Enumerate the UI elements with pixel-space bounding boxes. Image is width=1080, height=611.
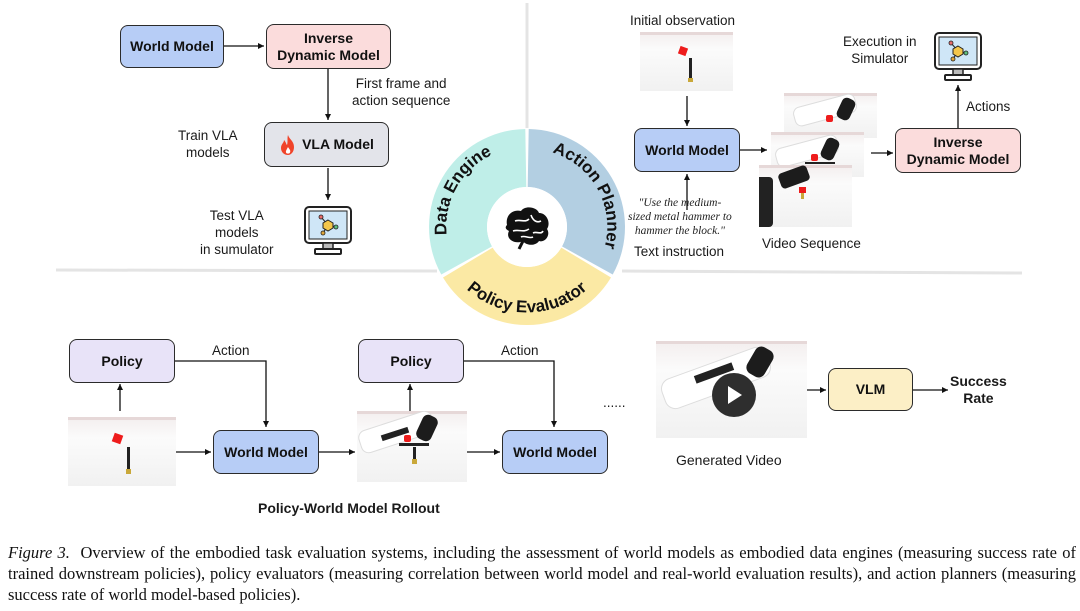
world-model-box-rollout-1: World Model bbox=[213, 430, 319, 474]
play-button[interactable] bbox=[712, 373, 756, 417]
exec-line2: Simulator bbox=[851, 51, 909, 66]
red-block bbox=[111, 432, 124, 445]
policy-label: Policy bbox=[390, 352, 432, 369]
robot-arm-dark bbox=[759, 177, 773, 227]
red-block bbox=[811, 154, 818, 161]
inverse-dynamic-model-box-data-engine: Inverse Dynamic Model bbox=[266, 24, 391, 69]
hammer bbox=[399, 443, 429, 446]
data-engine-segment bbox=[429, 129, 527, 275]
world-model-label: World Model bbox=[224, 443, 308, 460]
gripper bbox=[777, 165, 811, 190]
first-frame-label: First frame and action sequence bbox=[352, 75, 450, 109]
idm-label-line1: Inverse bbox=[933, 133, 983, 150]
world-model-label: World Model bbox=[513, 443, 597, 460]
test-line3: in sumulator bbox=[200, 242, 274, 257]
initial-observation-label: Initial observation bbox=[630, 13, 736, 28]
text-instruction-quote: "Use the medium- sized metal hammer to h… bbox=[628, 196, 732, 238]
text-instruction-label: Text instruction bbox=[634, 244, 725, 259]
world-model-box-rollout-2: World Model bbox=[502, 430, 608, 474]
flame-icon bbox=[281, 134, 295, 155]
evaluation-wheel: Data Engine Action Planner Policy Evalua… bbox=[429, 129, 625, 325]
video-frame-1 bbox=[784, 93, 877, 138]
brain-icon bbox=[505, 207, 549, 250]
success-line1: Success bbox=[950, 373, 1007, 389]
success-rate-label: Success Rate bbox=[950, 373, 1007, 407]
idm-label-line1: Inverse bbox=[303, 29, 354, 46]
idm-label-line2: Dynamic Model bbox=[906, 150, 1010, 167]
figure-number: Figure 3. bbox=[8, 543, 70, 562]
rollout-ellipsis: ...... bbox=[603, 395, 626, 410]
train-line2: models bbox=[186, 145, 230, 160]
hammer-head bbox=[412, 459, 417, 464]
test-vla-label: Test VLA models in sumulator bbox=[200, 207, 274, 258]
action-planner-segment bbox=[527, 129, 625, 275]
vla-model-box: VLA Model bbox=[264, 122, 389, 167]
divider-horizontal-left bbox=[55, 268, 438, 273]
hammer bbox=[805, 162, 835, 164]
world-model-label: World Model bbox=[645, 141, 729, 158]
action-label-2: Action bbox=[501, 343, 539, 358]
train-vla-label: Train VLA models bbox=[178, 127, 238, 161]
first-frame-line2: action sequence bbox=[352, 93, 451, 108]
world-model-box-action-planner: World Model bbox=[634, 128, 740, 172]
policy-evaluator-segment bbox=[442, 247, 612, 325]
red-block bbox=[826, 115, 833, 122]
hammer-handle bbox=[413, 447, 416, 459]
video-sequence-label: Video Sequence bbox=[762, 236, 861, 251]
world-model-box-data-engine: World Model bbox=[120, 25, 224, 68]
simulator-monitor-icon bbox=[304, 206, 352, 255]
train-line1: Train VLA bbox=[178, 128, 238, 143]
video-frame-3 bbox=[759, 165, 852, 227]
initial-observation-image bbox=[640, 32, 733, 91]
hammer-head bbox=[126, 469, 131, 474]
quote-line2: sized metal hammer to bbox=[628, 211, 732, 223]
exec-line1: Execution in bbox=[843, 34, 917, 49]
first-frame-line1: First frame and bbox=[355, 76, 447, 91]
test-line1: Test VLA bbox=[209, 208, 264, 223]
simulator-monitor-icon bbox=[934, 32, 982, 81]
rollout-title: Policy-World Model Rollout bbox=[258, 500, 440, 516]
hammer-handle bbox=[689, 58, 692, 78]
policy-label: Policy bbox=[101, 352, 143, 369]
world-model-label: World Model bbox=[130, 38, 214, 54]
arrow-policy2-action bbox=[463, 360, 557, 427]
figure-caption: Figure 3. Overview of the embodied task … bbox=[8, 542, 1076, 605]
play-icon bbox=[728, 386, 742, 404]
arrow-policy1-action bbox=[175, 360, 269, 427]
quote-line3: hammer the block." bbox=[634, 225, 725, 237]
test-line2: models bbox=[215, 225, 259, 240]
red-block bbox=[799, 187, 806, 193]
success-line2: Rate bbox=[963, 390, 994, 406]
vlm-box: VLM bbox=[828, 368, 913, 411]
hammer-head bbox=[688, 78, 693, 82]
red-block bbox=[404, 435, 411, 442]
caption-text: Overview of the embodied task evaluation… bbox=[8, 543, 1077, 604]
actions-label: Actions bbox=[966, 99, 1011, 114]
vlm-label: VLM bbox=[855, 381, 886, 397]
rollout-observation-2 bbox=[357, 411, 467, 482]
red-block bbox=[677, 45, 689, 57]
inverse-dynamic-model-box-action-planner: Inverse Dynamic Model bbox=[895, 128, 1021, 173]
generated-video-thumbnail bbox=[656, 341, 807, 438]
action-label-1: Action bbox=[212, 343, 250, 358]
divider-horizontal-right bbox=[621, 269, 1023, 275]
idm-label-line2: Dynamic Model bbox=[277, 46, 380, 63]
quote-line1: "Use the medium- bbox=[638, 197, 722, 209]
generated-video-label: Generated Video bbox=[676, 452, 782, 468]
rollout-observation-1 bbox=[68, 417, 176, 486]
hammer-head bbox=[801, 193, 804, 199]
vla-model-label: VLA Model bbox=[302, 136, 374, 152]
hammer-handle bbox=[127, 447, 130, 469]
policy-box-1: Policy bbox=[69, 339, 175, 383]
execution-in-simulator-label: Execution in Simulator bbox=[843, 33, 917, 67]
policy-box-2: Policy bbox=[358, 339, 464, 383]
